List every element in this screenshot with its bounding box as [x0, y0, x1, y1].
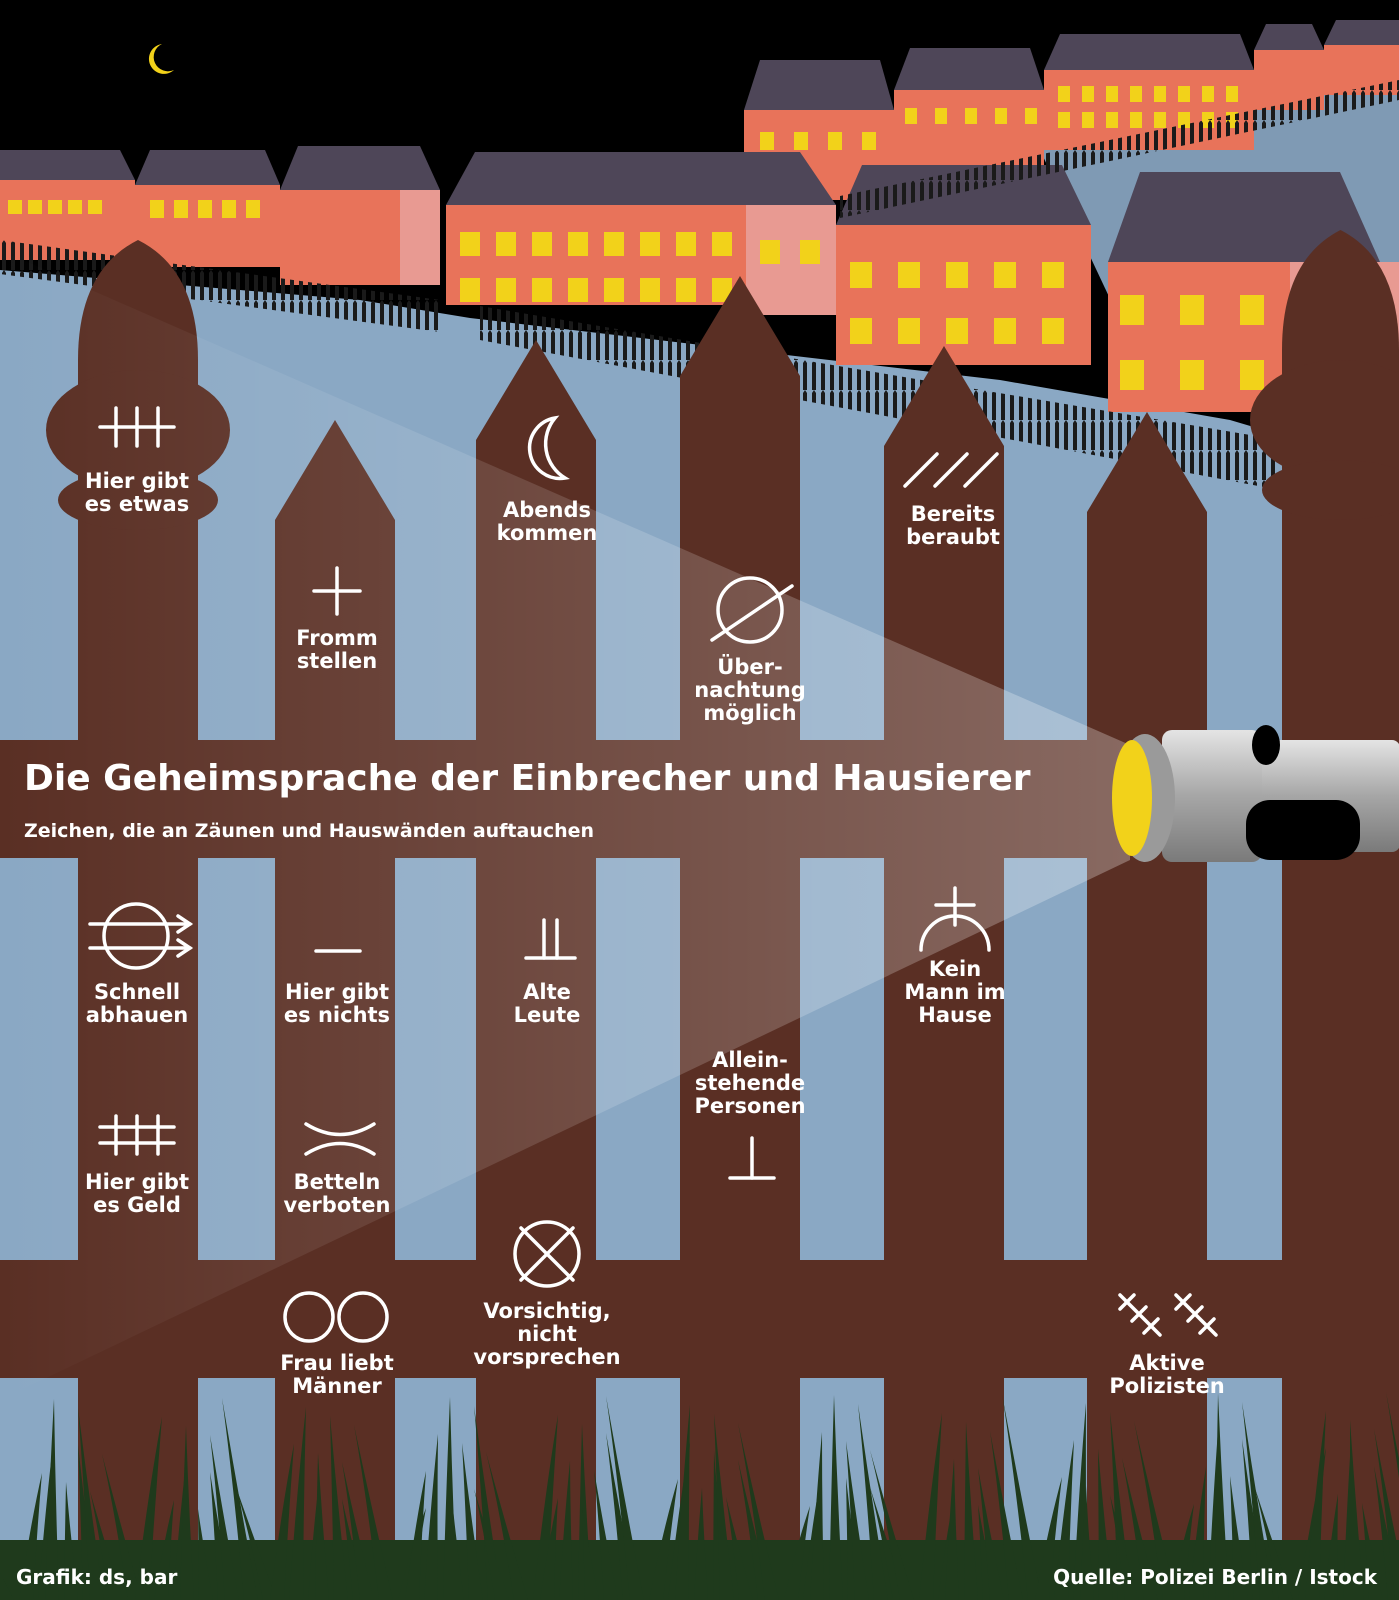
grass: [0, 1392, 1399, 1600]
label-frau-liebt-maenner: Frau liebt Männer: [280, 1351, 394, 1398]
sign-aktive-polizisten-symbol: [1118, 1293, 1218, 1337]
label-uebernachtung-moeglich: Über- nachtung möglich: [694, 655, 806, 725]
label-hier-gibt-es-geld: Hier gibt es Geld: [85, 1170, 189, 1217]
label-betteln-verboten: Betteln verboten: [283, 1170, 391, 1217]
credit-grafik: Grafik: ds, bar: [16, 1565, 178, 1589]
sign-bereits-beraubt-symbol: [903, 452, 999, 488]
crescent-moon-icon: [148, 44, 174, 74]
flashlight-beam: [0, 250, 1130, 1400]
sign-kein-mann-im-hause-symbol: [919, 886, 991, 952]
label-aktive-polizisten: Aktive Polizisten: [1109, 1351, 1225, 1398]
label-alte-leute: Alte Leute: [513, 980, 581, 1027]
sign-uebernachtung-moeglich-symbol: [710, 576, 794, 644]
sign-hier-gibt-es-etwas-symbol: [98, 406, 176, 448]
sign-alleinstehende-personen-symbol: [728, 1136, 776, 1180]
label-abends-kommen: Abends kommen: [496, 498, 598, 545]
sign-abends-kommen-symbol: [527, 415, 570, 481]
label-schnell-abhauen: Schnell abhauen: [85, 980, 189, 1027]
house-windows: [8, 86, 1264, 390]
sign-vorsichtig-symbol: [513, 1220, 581, 1288]
label-hier-gibt-es-etwas: Hier gibt es etwas: [84, 469, 190, 516]
page-subtitle: Zeichen, die an Zäunen und Hauswänden au…: [24, 820, 595, 842]
credit-quelle: Quelle: Polizei Berlin / Istock: [1053, 1565, 1377, 1589]
sign-frau-liebt-maenner-symbol: [283, 1291, 389, 1343]
label-fromm-stellen: Fromm stellen: [296, 626, 378, 673]
flashlight-icon: [1112, 725, 1399, 862]
label-vorsichtig-nicht-vorsprechen: Vorsichtig, nicht vorsprechen: [473, 1299, 621, 1369]
sign-fromm-stellen-symbol: [312, 566, 362, 616]
secret-signs: [88, 406, 1218, 1343]
sign-schnell-abhauen-symbol: [88, 902, 194, 970]
label-kein-mann-im-hause: Kein Mann im Hause: [904, 957, 1006, 1027]
page-title: Die Geheimsprache der Einbrecher und Hau…: [24, 758, 1031, 799]
sign-betteln-verboten-symbol: [304, 1122, 376, 1156]
label-alleinstehende-personen: Allein- stehende Personen: [694, 1048, 806, 1118]
sign-hier-gibt-es-geld-symbol: [98, 1114, 176, 1156]
label-hier-gibt-es-nichts: Hier gibt es nichts: [283, 980, 391, 1027]
label-bereits-beraubt: Bereits beraubt: [906, 502, 1000, 549]
sign-alte-leute-symbol: [524, 918, 577, 960]
